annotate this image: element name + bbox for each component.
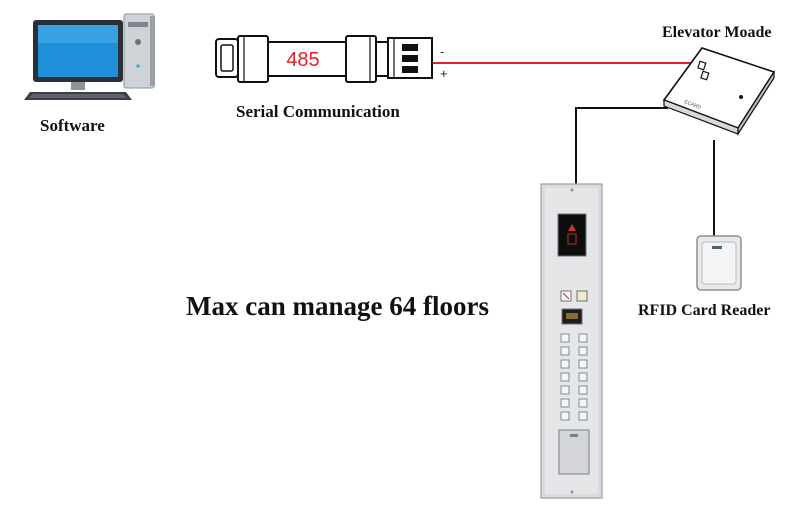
floor-button — [578, 372, 588, 382]
label-rfid-reader: RFID Card Reader — [638, 302, 771, 319]
floor-button — [560, 385, 570, 395]
polarity-plus: + — [440, 66, 448, 81]
floor-button — [578, 346, 588, 356]
panel-keyhole — [570, 434, 578, 437]
monitor-screen-shine — [38, 25, 118, 43]
monitor-neck — [71, 82, 85, 90]
terminal-screw-1 — [402, 44, 418, 51]
serial-converter — [215, 35, 433, 83]
label-serial-communication: Serial Communication — [236, 102, 400, 121]
panel-screw — [570, 188, 574, 192]
tower-side — [150, 16, 155, 86]
rfid-reader-icon — [696, 235, 742, 291]
display-up-arrow — [568, 224, 576, 231]
elevator-module: ECARD — [662, 47, 776, 137]
computer-icon — [24, 13, 155, 100]
converter-display-text: 485 — [286, 49, 319, 71]
terminal-screw-2 — [402, 55, 418, 62]
label-max-floors: Max can manage 64 floors — [186, 291, 489, 321]
module-led — [739, 95, 743, 99]
polarity-minus: - — [440, 44, 445, 59]
label-elevator-module: Elevator Moade — [662, 24, 772, 41]
converter-band-right — [345, 35, 377, 83]
label-software: Software — [40, 116, 105, 135]
display-digit — [567, 233, 577, 245]
floor-button — [560, 411, 570, 421]
tower-drive — [128, 22, 148, 27]
floor-buttons-right — [578, 333, 588, 421]
reader-face — [701, 241, 737, 285]
module-top — [662, 47, 776, 129]
module-silkscreen: ECARD — [683, 99, 702, 111]
wires — [432, 62, 715, 236]
floor-buttons-left — [560, 333, 570, 421]
floor-button — [578, 359, 588, 369]
floor-button — [560, 359, 570, 369]
floor-button — [578, 411, 588, 421]
panel-access-door — [558, 429, 590, 475]
floor-display — [557, 213, 587, 257]
floor-button — [578, 398, 588, 408]
floor-button — [560, 346, 570, 356]
tower-led — [136, 64, 140, 68]
elevator-car-panel — [540, 183, 603, 499]
floor-button — [560, 398, 570, 408]
panel-screw — [570, 490, 574, 494]
intercom-button — [576, 290, 588, 302]
module-port-1 — [697, 60, 707, 71]
alarm-glyph — [562, 292, 570, 300]
tower-power-button — [135, 39, 141, 45]
terminal-screw-3 — [402, 66, 418, 73]
module-right-edge — [737, 69, 775, 137]
wire-black-to-panel — [575, 107, 668, 184]
db-connector-inner — [220, 44, 234, 72]
floor-button — [578, 333, 588, 343]
converter-band-left — [237, 35, 269, 83]
module-port-2 — [700, 70, 710, 81]
floor-button — [578, 385, 588, 395]
floor-button — [560, 333, 570, 343]
card-slot-light — [566, 313, 578, 319]
floor-button — [560, 372, 570, 382]
keyboard-keys — [29, 94, 127, 98]
reader-led — [712, 246, 722, 249]
